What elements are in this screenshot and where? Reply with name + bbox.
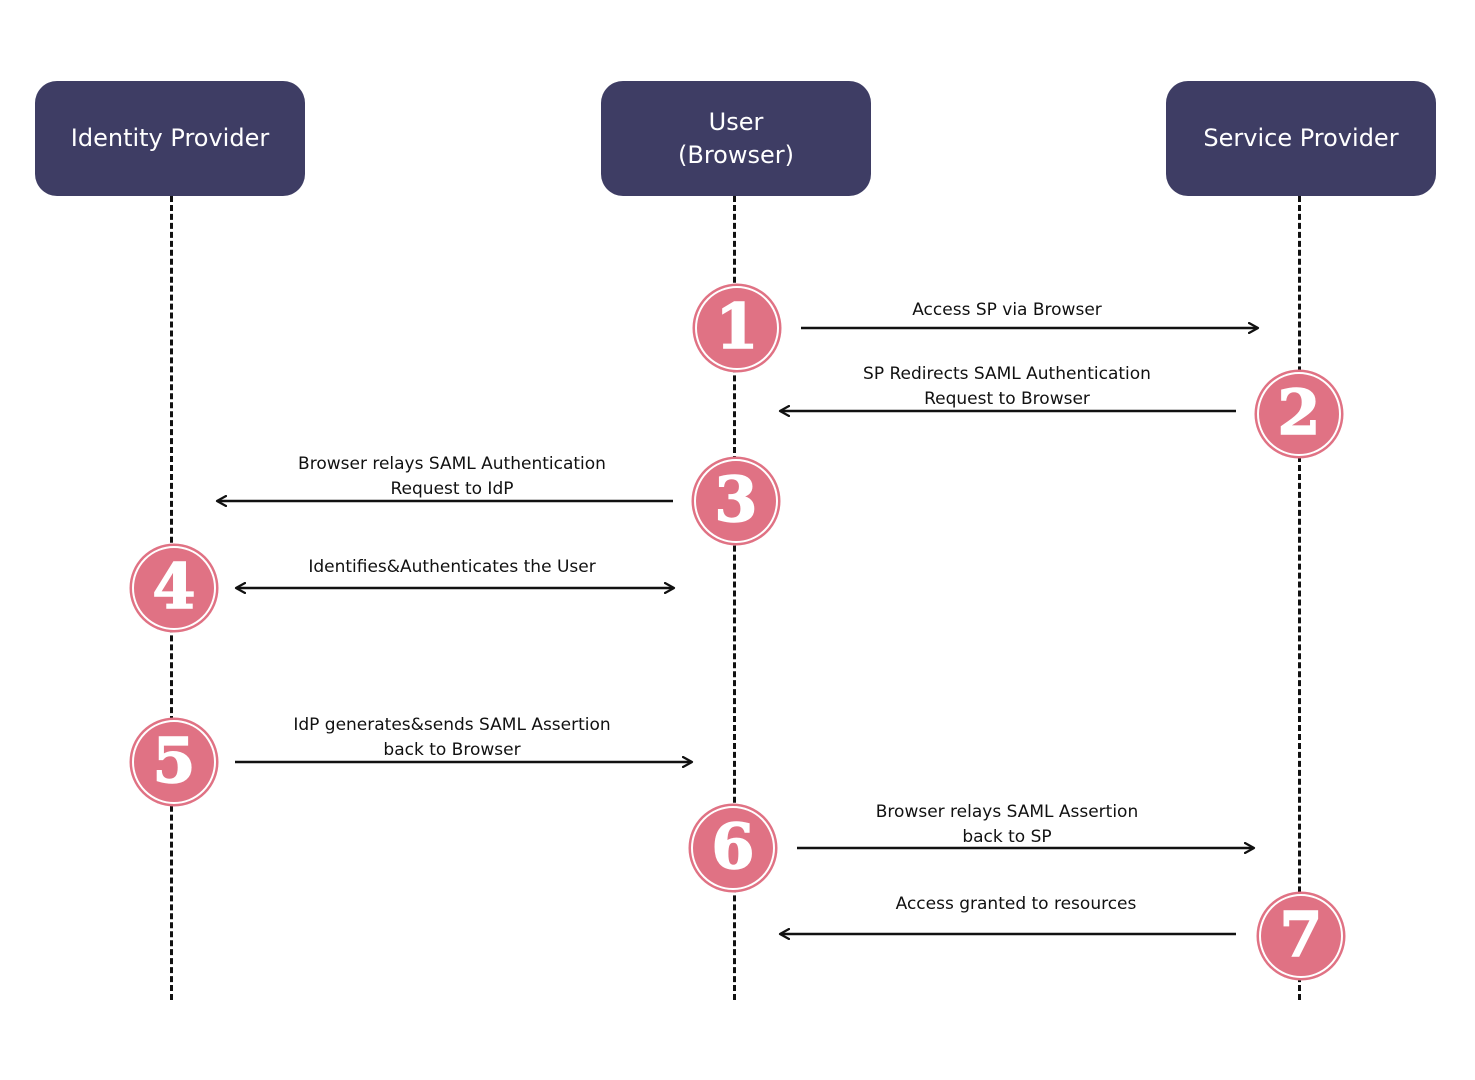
step-1-badge: 1 xyxy=(695,286,779,370)
actor-service-provider: Service Provider xyxy=(1166,81,1436,196)
lifeline-user-browser xyxy=(733,196,736,1000)
step-1-number: 1 xyxy=(715,289,760,364)
step-5-label-line-1: IdP generates&sends SAML Assertion xyxy=(293,715,611,735)
step-2-label-line-2: Request to Browser xyxy=(924,389,1090,409)
lifeline-service-provider xyxy=(1298,196,1301,1000)
step-4-number: 4 xyxy=(152,549,197,624)
step-5-label-line-2: back to Browser xyxy=(383,740,521,760)
actor-user-label: User xyxy=(708,107,764,136)
step-5-number: 5 xyxy=(152,723,197,798)
actor-browser-label: (Browser) xyxy=(678,140,794,169)
actor-user-browser: User (Browser) xyxy=(601,81,871,196)
step-6-label-line-2: back to SP xyxy=(962,827,1052,847)
step-4-label: Identifies&Authenticates the User xyxy=(308,555,595,580)
step-6-number: 6 xyxy=(711,809,756,884)
step-7-label: Access granted to resources xyxy=(896,892,1137,917)
step-1-label-line-1: Access SP via Browser xyxy=(912,300,1102,320)
step-6-label: Browser relays SAML Assertion back to SP xyxy=(876,800,1138,850)
step-2-badge: 2 xyxy=(1257,372,1341,456)
step-5-badge: 5 xyxy=(132,720,216,804)
step-7-badge: 7 xyxy=(1259,894,1343,978)
step-4-label-line-1: Identifies&Authenticates the User xyxy=(308,557,596,577)
actor-service-provider-label: Service Provider xyxy=(1203,124,1399,152)
actor-identity-provider-label: Identity Provider xyxy=(70,124,270,152)
step-7-number: 7 xyxy=(1279,897,1324,972)
step-1-label: Access SP via Browser xyxy=(912,298,1102,323)
step-4-badge: 4 xyxy=(132,546,216,630)
step-6-badge: 6 xyxy=(691,806,775,890)
step-3-number: 3 xyxy=(714,462,759,537)
step-2-label: SP Redirects SAML Authentication Request… xyxy=(863,362,1151,412)
step-3-label: Browser relays SAML Authentication Reque… xyxy=(298,452,606,502)
step-2-number: 2 xyxy=(1277,375,1322,450)
step-3-label-line-1: Browser relays SAML Authentication xyxy=(298,454,606,474)
step-3-label-line-2: Request to IdP xyxy=(390,479,514,499)
step-6-label-line-1: Browser relays SAML Assertion xyxy=(875,802,1139,822)
step-3-badge: 3 xyxy=(694,459,778,543)
actor-identity-provider: Identity Provider xyxy=(35,81,305,196)
step-5-label: IdP generates&sends SAML Assertion back … xyxy=(293,713,610,763)
step-7-label-line-1: Access granted to resources xyxy=(895,894,1137,914)
step-2-label-line-1: SP Redirects SAML Authentication xyxy=(863,364,1151,384)
